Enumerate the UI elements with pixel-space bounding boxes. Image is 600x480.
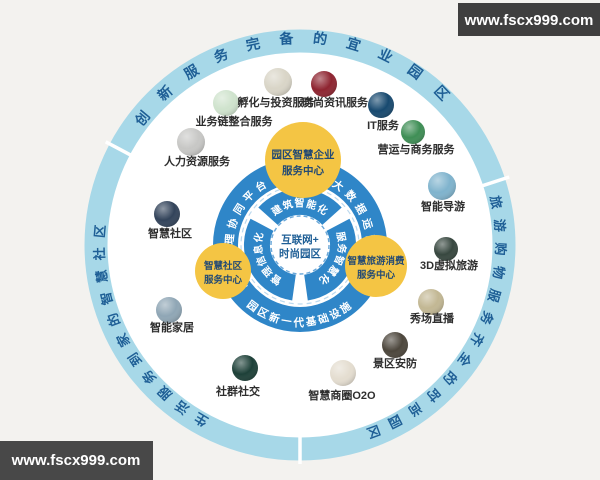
- service-item: 业务链整合服务: [196, 90, 274, 128]
- watermark-box: [458, 3, 600, 36]
- watermark-top-right: www.fscx999.com: [458, 3, 600, 36]
- hub-enterprise-line2: 服务中心: [282, 164, 324, 177]
- core-segment-left: [243, 218, 297, 301]
- service-item: IT服务: [367, 92, 400, 132]
- icon-shade: [177, 128, 205, 156]
- service-item: 孵化与投资服务: [238, 68, 316, 109]
- service-label: 智能导游: [421, 199, 465, 213]
- hub-enterprise: 园区智慧企业 服务中心: [265, 122, 341, 198]
- outer-ring-gaps: [104, 140, 510, 464]
- service-label: 智能家居: [150, 320, 194, 334]
- service-item: 智慧社区: [148, 201, 192, 240]
- service-item: 景区安防: [372, 332, 417, 370]
- icon-shade: [264, 68, 292, 96]
- icon-shade: [232, 355, 258, 381]
- icon-shade: [418, 289, 444, 315]
- service-label: 智慧商圈O2O: [308, 388, 376, 402]
- service-label: 营运与商务服务: [378, 142, 456, 156]
- hub-tourism-line2: 服务中心: [357, 269, 396, 281]
- center-line2: 时尚园区: [279, 247, 321, 260]
- service-item: 3D虚拟旅游: [420, 237, 478, 272]
- ring-gap-right: [478, 175, 510, 189]
- icon-shade: [401, 120, 425, 144]
- service-label: 人力资源服务: [164, 154, 231, 168]
- watermark-text: www.fscx999.com: [464, 12, 594, 29]
- hub-tourism-circle: [345, 235, 407, 297]
- service-label: 景区安防: [372, 356, 417, 370]
- service-label: 3D虚拟旅游: [420, 258, 478, 272]
- hub-enterprise-line1: 园区智慧企业: [272, 148, 335, 161]
- service-item: 秀场直播: [409, 289, 455, 325]
- service-item: 社群社交: [215, 355, 260, 398]
- icon-shade: [156, 297, 182, 323]
- core-ring: [243, 188, 357, 301]
- service-label: 业务链整合服务: [196, 114, 274, 128]
- service-item: 人力资源服务: [164, 128, 231, 168]
- center-line1: 互联网+: [281, 233, 319, 246]
- icon-shade: [428, 172, 456, 200]
- hub-enterprise-circle: [265, 122, 341, 198]
- service-item: 智能家居: [150, 297, 194, 334]
- watermark-bottom-left: www.fscx999.com: [0, 441, 153, 480]
- service-label: 智慧社区: [148, 226, 192, 240]
- icon-shade: [382, 332, 408, 358]
- service-label: 社群社交: [215, 384, 260, 398]
- hub-tourism: 智慧旅游消费 服务中心: [345, 235, 407, 297]
- core-segment-right: [303, 218, 357, 301]
- watermark-box: [0, 441, 153, 480]
- icon-shade: [213, 90, 239, 116]
- service-label: 孵化与投资服务: [238, 95, 316, 109]
- icon-shade: [330, 360, 356, 386]
- icon-shade: [311, 71, 337, 97]
- service-item: 时尚资讯服务: [302, 71, 369, 109]
- center-circle: [270, 215, 330, 275]
- service-items: 业务链整合服务 孵化与投资服务 时尚资讯服务 IT服务 营运与商务服务 人力资源…: [148, 68, 478, 402]
- icon-shade: [368, 92, 394, 118]
- hub-community-line1: 智慧社区: [204, 260, 243, 272]
- hub-community-circle: [195, 243, 251, 299]
- icon-shade: [154, 201, 180, 227]
- service-label: 时尚资讯服务: [302, 95, 369, 109]
- hub-tourism-line1: 智慧旅游消费: [347, 255, 405, 267]
- service-label: IT服务: [367, 118, 400, 132]
- icon-shade: [434, 237, 458, 261]
- service-label: 秀场直播: [409, 311, 455, 325]
- service-item: 营运与商务服务: [378, 120, 456, 156]
- hub-community: 智慧社区 服务中心: [195, 243, 251, 299]
- ring-gap-left: [104, 140, 135, 159]
- service-item: 智慧商圈O2O: [308, 360, 376, 402]
- service-item: 智能导游: [421, 172, 465, 213]
- hub-community-line2: 服务中心: [204, 274, 243, 286]
- watermark-text: www.fscx999.com: [11, 452, 141, 469]
- core-segment-top: [258, 188, 342, 226]
